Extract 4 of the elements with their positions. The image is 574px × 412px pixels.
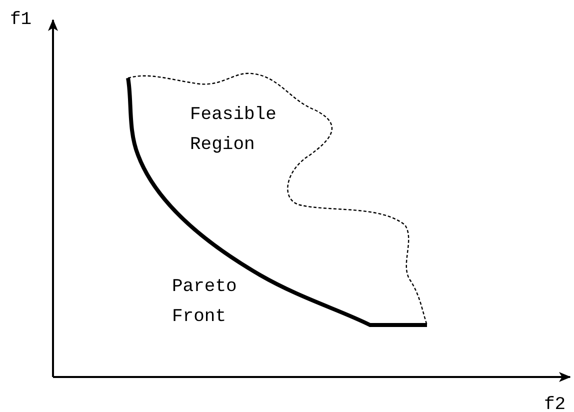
axis-label: f1: [10, 9, 32, 32]
curve-label: Pareto Front: [172, 276, 238, 329]
axis-label: f2: [544, 394, 566, 412]
region-label: Feasible Region: [190, 104, 278, 157]
